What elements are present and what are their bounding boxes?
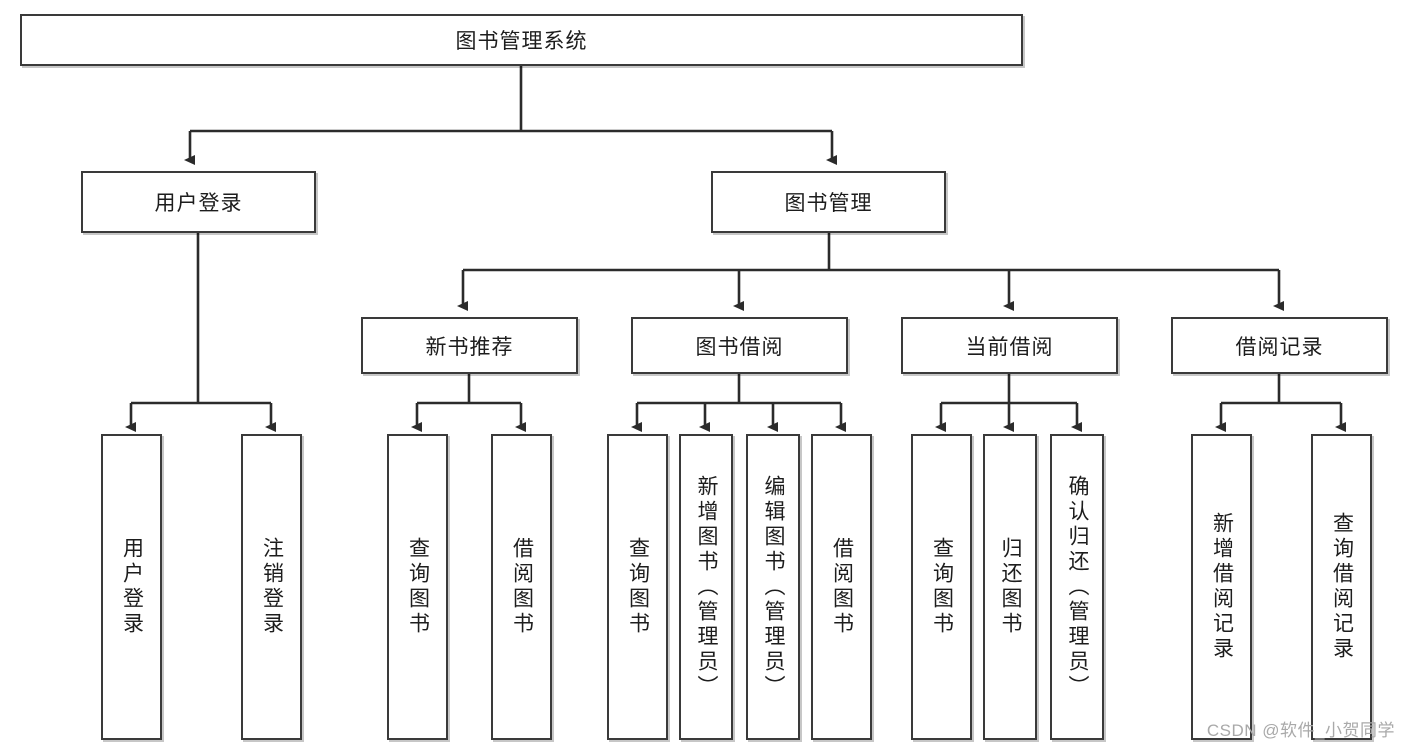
node-book-management[interactable]: 图书管理 [711,171,946,233]
node-label: 注销登录 [260,537,284,637]
node-label: 借阅记录 [1235,335,1324,359]
node-label: 查询图书 [406,537,430,637]
csdn-watermark: CSDN @软件_小贺同学 [1206,721,1395,740]
node-book-borrow[interactable]: 图书借阅 [631,317,848,374]
node-label: 确认归还（管理员） [1066,474,1090,700]
node-new-book-recommend[interactable]: 新书推荐 [361,317,578,374]
node-label: 图书借阅 [695,335,784,359]
node-label: 查询图书 [626,537,650,637]
leaf-record-add-record[interactable]: 新增借阅记录 [1191,434,1252,740]
leaf-current-query-book[interactable]: 查询图书 [911,434,972,740]
leaf-borrow-query-book[interactable]: 查询图书 [607,434,668,740]
leaf-borrow-borrow-book[interactable]: 借阅图书 [811,434,872,740]
leaf-borrow-add-book-admin[interactable]: 新增图书（管理员） [679,434,733,740]
node-label: 用户登录 [120,537,144,637]
node-label: 编辑图书（管理员） [762,474,786,700]
leaf-user-login-login[interactable]: 用户登录 [101,434,162,740]
node-label: 借阅图书 [830,537,854,637]
node-label: 用户登录 [154,192,243,215]
node-label: 查询图书 [930,537,954,637]
node-label: 图书管理系统 [455,30,588,53]
node-label: 新增图书（管理员） [695,474,719,700]
leaf-current-confirm-return-admin[interactable]: 确认归还（管理员） [1050,434,1104,740]
node-label: 当前借阅 [965,335,1054,359]
node-borrow-record[interactable]: 借阅记录 [1171,317,1388,374]
leaf-record-query-record[interactable]: 查询借阅记录 [1311,434,1372,740]
node-label: 归还图书 [999,537,1023,637]
node-label: 新增借阅记录 [1210,512,1234,662]
node-label: 借阅图书 [510,537,534,637]
leaf-borrow-edit-book-admin[interactable]: 编辑图书（管理员） [746,434,800,740]
node-root-system[interactable]: 图书管理系统 [20,14,1023,66]
node-label: 图书管理 [784,192,873,215]
node-user-login[interactable]: 用户登录 [81,171,316,233]
leaf-user-login-logout[interactable]: 注销登录 [241,434,302,740]
node-label: 查询借阅记录 [1330,512,1354,662]
node-label: 新书推荐 [425,335,514,359]
leaf-current-return-book[interactable]: 归还图书 [983,434,1037,740]
leaf-recommend-query-book[interactable]: 查询图书 [387,434,448,740]
leaf-recommend-borrow-book[interactable]: 借阅图书 [491,434,552,740]
node-current-borrow[interactable]: 当前借阅 [901,317,1118,374]
